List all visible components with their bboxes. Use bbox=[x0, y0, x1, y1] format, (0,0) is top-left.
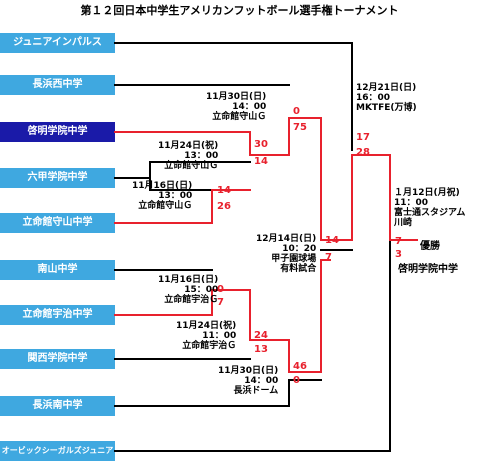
semi-b-info: 12月14日(日) 10：20 甲子園球場 有料試合 bbox=[256, 234, 317, 274]
game5-score-a: 24 bbox=[254, 330, 268, 341]
game5-info: 11月24日(祝) 11：00 立命館宇治Ｇ bbox=[176, 321, 237, 351]
line-rokko-gakuin bbox=[114, 161, 251, 179]
game2-info: 11月24日(祝) 13：00 立命館守山Ｇ bbox=[158, 141, 219, 171]
game2-score-b: 14 bbox=[254, 156, 268, 167]
team-junior-impulse[interactable]: ジュニアインパルス bbox=[0, 33, 115, 53]
team-kwansei-gakuin[interactable]: 関西学院中学 bbox=[0, 349, 115, 369]
semi-b-score-a: 14 bbox=[325, 235, 339, 246]
final-info: １月12日(月祝) 11：00 富士通スタジアム 川崎 bbox=[394, 188, 466, 228]
team-rokko-gakuin[interactable]: 六甲学院中学 bbox=[0, 168, 115, 188]
team-nagahama-nishi[interactable]: 長浜西中学 bbox=[0, 75, 115, 95]
game4-score-a: 0 bbox=[217, 284, 224, 295]
champion-name: 啓明学院中学 bbox=[398, 264, 458, 275]
game1-score-b: 26 bbox=[217, 201, 231, 212]
line-keimei-path bbox=[114, 117, 418, 241]
game6-score-b: 0 bbox=[293, 375, 300, 386]
team-nagahama-minami[interactable]: 長浜南中学 bbox=[0, 396, 115, 416]
game4-score-b: 7 bbox=[217, 297, 224, 308]
line-uji-path bbox=[114, 259, 331, 373]
line-moriyama-path bbox=[114, 189, 213, 224]
team-ritsumeikan-moriyama[interactable]: 立命館守山中学 bbox=[0, 213, 115, 233]
game3-score-b: 75 bbox=[293, 122, 307, 133]
game6-score-a: 46 bbox=[293, 361, 307, 372]
semi-a-score-b: 28 bbox=[356, 147, 370, 158]
team-ritsumeikan-uji[interactable]: 立命館宇治中学 bbox=[0, 305, 115, 325]
game3-score-a: 0 bbox=[293, 106, 300, 117]
line-rokko-r1 bbox=[149, 177, 213, 191]
game1-info: 11月16日(日) 13：00 立命館守山Ｇ bbox=[132, 181, 193, 211]
team-keimei-gakuin[interactable]: 啓明学院中学 bbox=[0, 122, 115, 142]
final-score-a: 7 bbox=[395, 236, 402, 247]
game4-info: 11月16日(日) 15：00 立命館宇治Ｇ bbox=[158, 275, 219, 305]
line-obic bbox=[114, 231, 391, 452]
final-score-b: 3 bbox=[395, 249, 402, 260]
team-nanzan[interactable]: 南山中学 bbox=[0, 260, 115, 280]
team-obic-seagulls-junior[interactable]: オービックシーガルズジュニア bbox=[0, 441, 115, 461]
game3-info: 11月30日(日) 14：00 立命館守山Ｇ bbox=[206, 92, 267, 122]
champion-label: 優勝 bbox=[420, 241, 440, 252]
game6-info: 11月30日(日) 14：00 長浜ドーム bbox=[218, 366, 279, 396]
game5-score-b: 13 bbox=[254, 344, 268, 355]
line-s6-loser bbox=[288, 379, 322, 407]
game1-score-a: 14 bbox=[217, 185, 231, 196]
semi-a-info: 12月21日(日) 16：00 MKTFE(万博) bbox=[356, 83, 417, 113]
tournament-title: 第１２回日本中学生アメリカンフットボール選手権トーナメント bbox=[80, 4, 399, 17]
game2-score-a: 30 bbox=[254, 139, 268, 150]
semi-a-score-a: 17 bbox=[356, 132, 370, 143]
line-junior-impulse bbox=[114, 42, 353, 151]
semi-b-score-b: 7 bbox=[325, 252, 332, 263]
